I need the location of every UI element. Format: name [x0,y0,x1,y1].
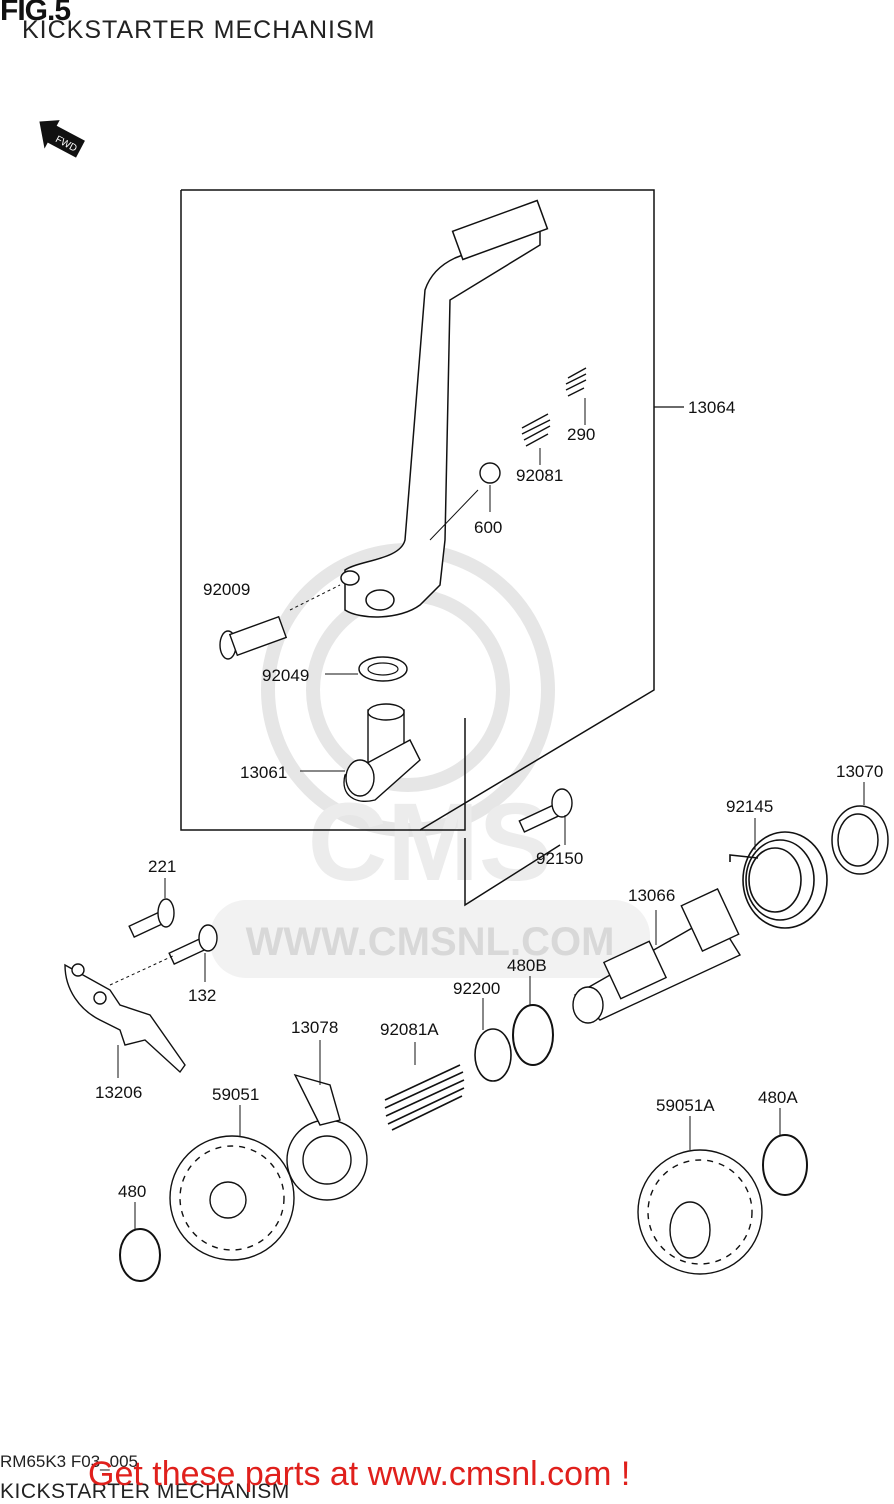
gear-59051A [637,1149,763,1275]
kick-lever-13064 [340,199,549,618]
footer-caption: KICKSTARTER MECHANISM [0,1480,290,1503]
watermark-cms-text: CMS [308,781,552,904]
gear-59051 [169,1135,295,1261]
diagram-code: RM65K3 F03_005 [0,1452,138,1471]
watermark-url-text: WWW.CMSNL.COM [246,920,615,964]
label-221: 221 [148,857,177,876]
label-92150: 92150 [536,849,584,868]
spring-92081A [384,1064,465,1131]
label-13064: 13064 [688,398,736,417]
circlip-480 [119,1228,161,1282]
circlip-480B [512,1004,554,1066]
kick-shaft-13061 [343,703,421,802]
spring-290 [565,367,587,397]
label-13206: 13206 [95,1083,143,1102]
watermark-url-pill [210,900,650,978]
label-13061: 13061 [240,763,288,782]
bolt-132 [168,924,218,965]
stopper-plate-13206 [64,963,186,1074]
label-290: 290 [567,425,596,444]
label-132: 132 [188,986,217,1005]
bolt-92150 [518,788,573,833]
forward-arrow-icon: FWD [39,120,85,158]
label-92200: 92200 [453,979,501,998]
label-13070: 13070 [836,762,884,781]
circlip-480A [762,1134,808,1196]
label-92049: 92049 [262,666,310,685]
ball-600 [479,462,501,484]
label-13078: 13078 [291,1018,339,1037]
label-480: 480 [118,1182,147,1201]
spring-92081 [521,413,551,447]
get-parts-link[interactable]: Get these parts at www.cmsnl.com ! [88,1455,631,1493]
label-92081A: 92081A [380,1020,439,1039]
label-59051: 59051 [212,1085,260,1104]
label-92081: 92081 [516,466,564,485]
label-480A: 480A [758,1088,798,1107]
label-600: 600 [474,518,503,537]
washer-92200 [474,1028,512,1082]
bolt-92009 [219,615,288,660]
label-59051A: 59051A [656,1096,715,1115]
label-92145: 92145 [726,797,774,816]
assembly-13064-boundary [180,189,655,831]
figure-title: FIG.5 [0,0,71,27]
collar-13070 [831,805,889,875]
kick-shaft-13066 [572,887,742,1024]
label-92009: 92009 [203,580,251,599]
bolt-221 [128,898,175,938]
label-480B: 480B [507,956,547,975]
torsion-spring-92145 [729,831,828,929]
label-13066: 13066 [628,886,676,905]
ratchet-13078 [286,1073,368,1201]
diagram-caption: KICKSTARTER MECHANISM [22,16,376,44]
